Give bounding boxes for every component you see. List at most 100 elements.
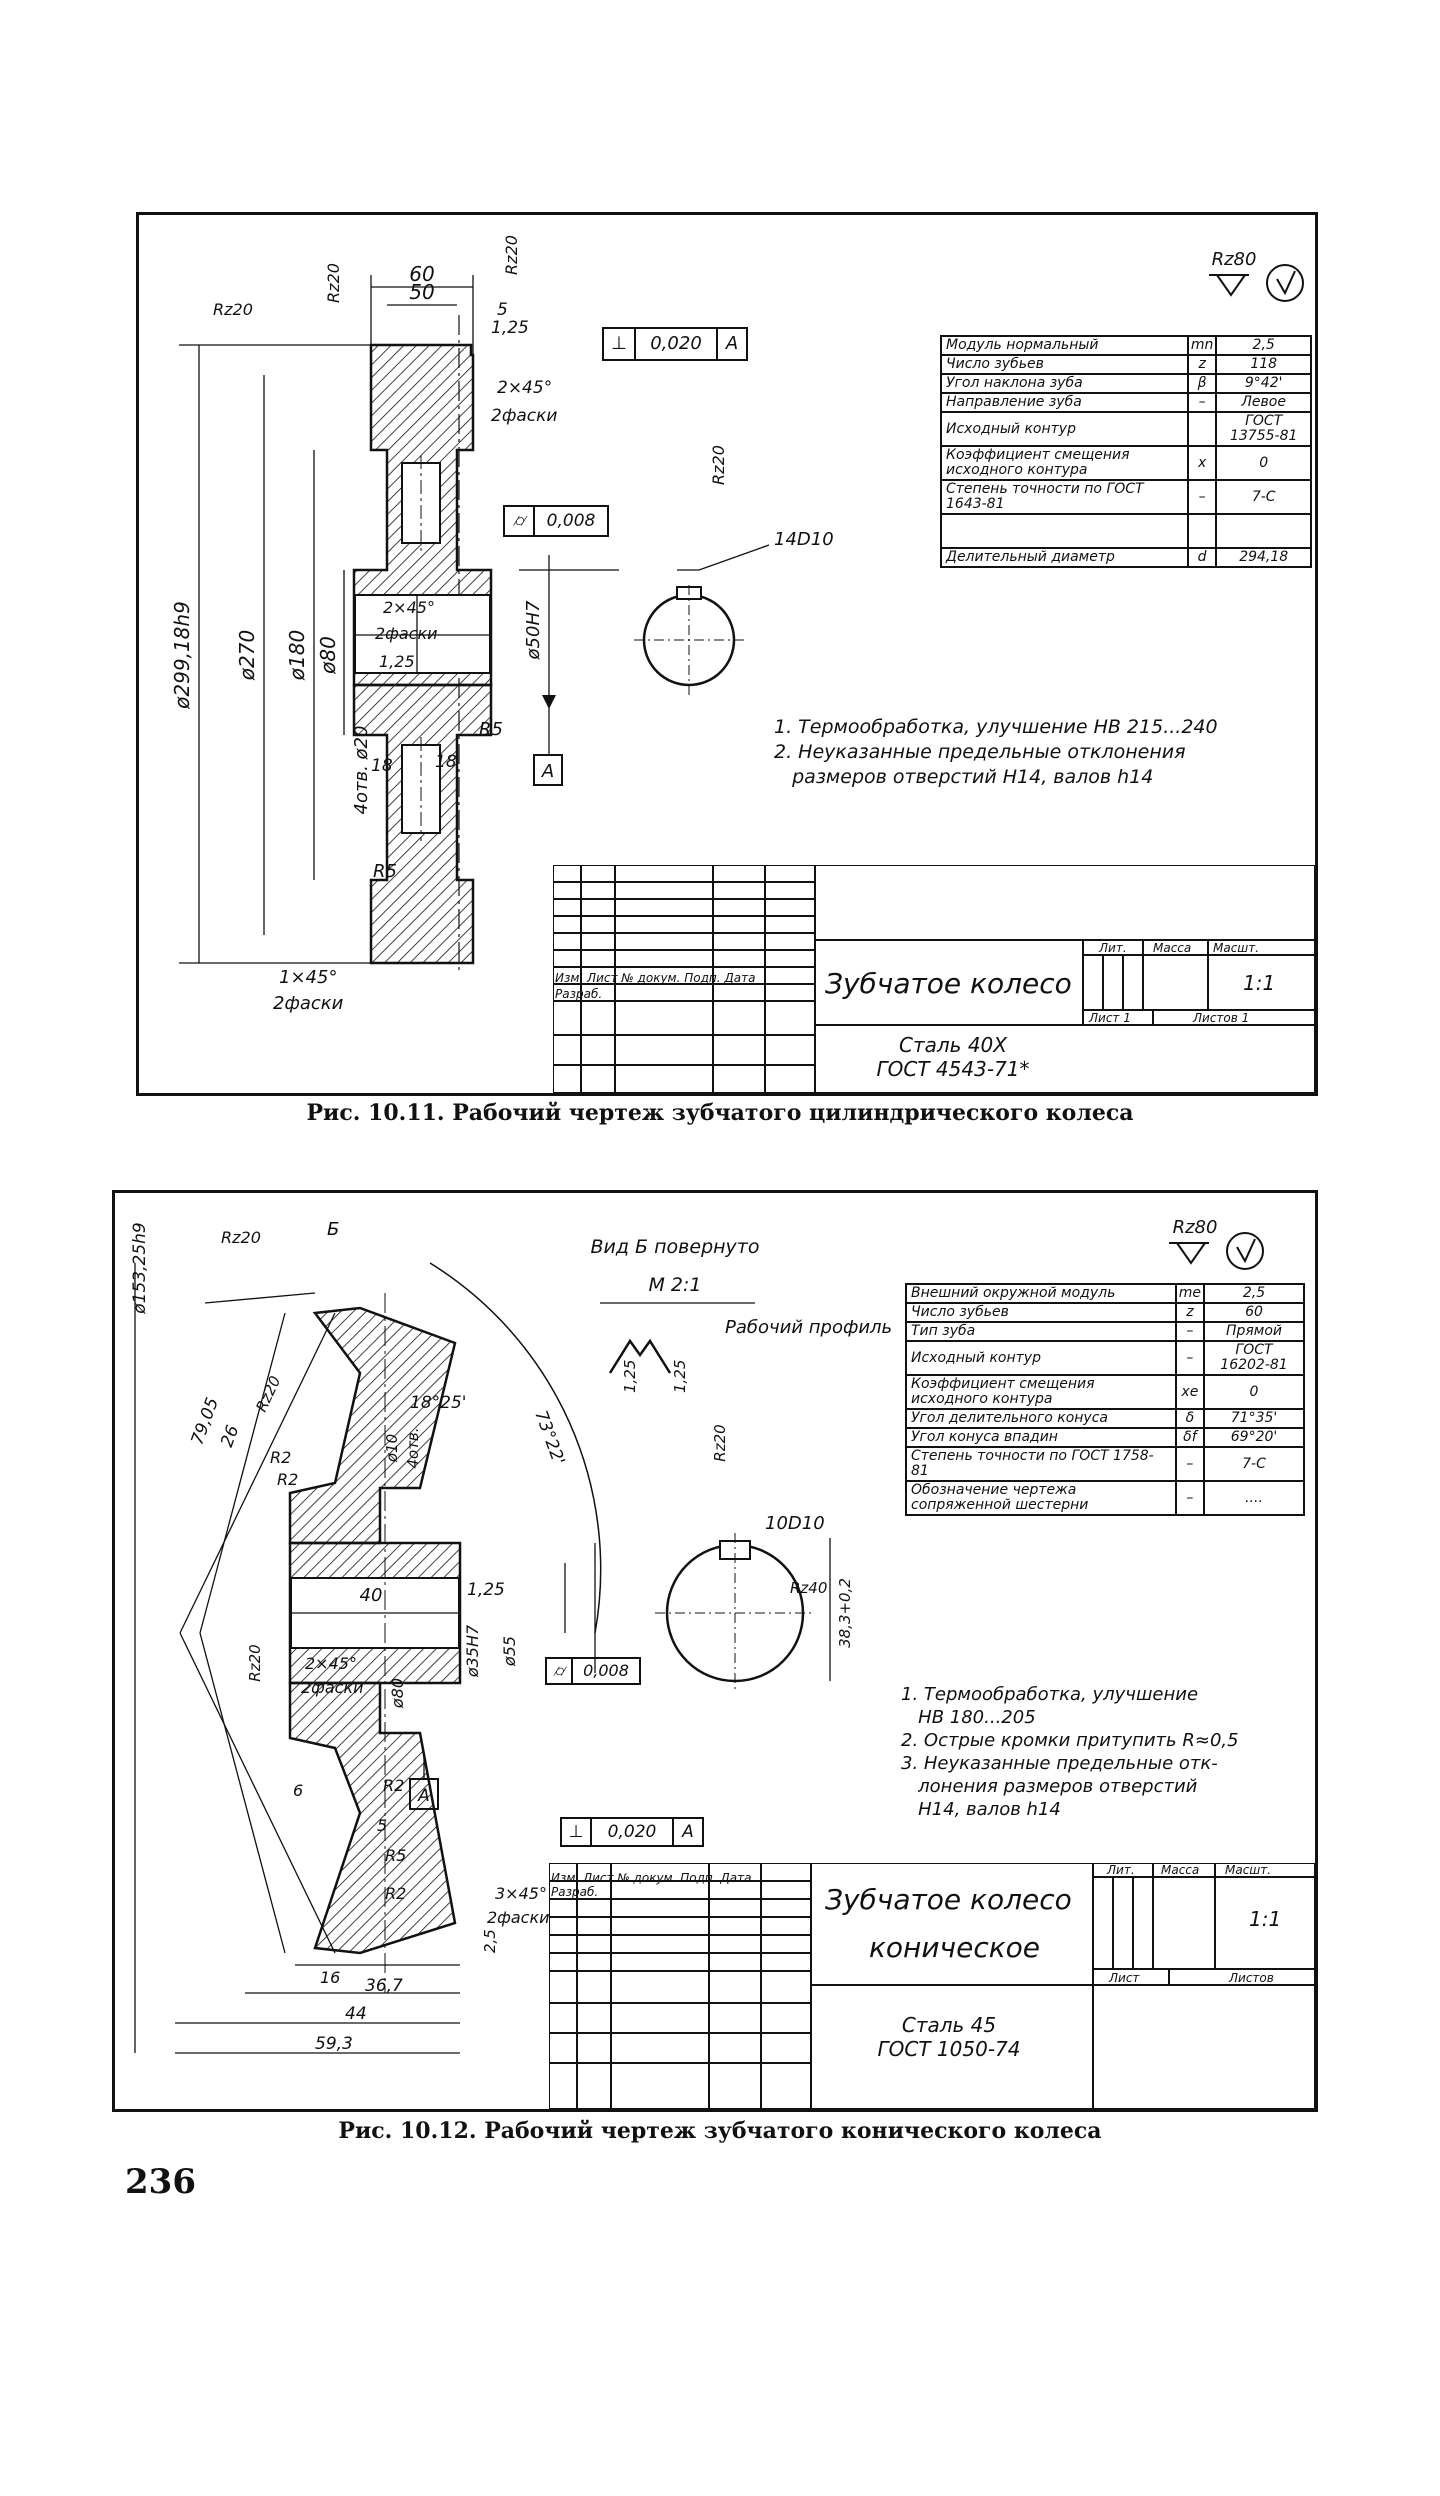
param-value: 2,5 [1203, 1283, 1305, 1304]
dim-40: 40 [360, 1585, 383, 1606]
col-lit: Лит. [1099, 941, 1127, 955]
datum-letter: А [541, 761, 554, 782]
dim-50: 50 [409, 280, 434, 304]
dim-16: 16 [320, 1968, 340, 1987]
dim-26: 26 [217, 1423, 243, 1450]
dim-125b: 1,25 [379, 652, 415, 671]
cyl-value-2: 0,008 [583, 1661, 629, 1680]
note2-2: НВ 180...205 [901, 1707, 1036, 1728]
param-symbol: mn [1186, 335, 1218, 356]
param-name: Коэффициент смещения исходного контура [905, 1374, 1177, 1410]
dim-25: 2,5 [481, 1929, 499, 1953]
param-symbol: – [1174, 1446, 1206, 1482]
dim-ch1-2: 2×45° [305, 1654, 357, 1673]
param-value: 7-С [1203, 1446, 1305, 1482]
param-row: Степень точности по ГОСТ 1643-81–7-С [940, 479, 1312, 515]
gear-drawing-1: ø299,18h9 ø270 ø180 ø80 4отв. ø20 ø50H7 … [170, 235, 1304, 1014]
tb-developer-2: Разраб. [551, 1885, 599, 1899]
dim-125a: 1,25 [491, 318, 529, 338]
material-std: ГОСТ 4543-71* [876, 1057, 1030, 1081]
param-name: Степень точности по ГОСТ 1643-81 [940, 479, 1189, 515]
param-value: ГОСТ 16202-81 [1203, 1340, 1305, 1376]
param-symbol: z [1186, 354, 1218, 375]
param-symbol: – [1186, 392, 1218, 413]
roughness-2a: Rz20 [221, 1228, 261, 1247]
param-symbol: β [1186, 373, 1218, 394]
param-name: Угол конуса впадин [905, 1427, 1177, 1448]
cyl-symbol: ⌭ [505, 507, 535, 535]
param-name [940, 513, 1189, 549]
param-row: Направление зуба–Левое [940, 392, 1312, 413]
param-value: 9°42' [1215, 373, 1312, 394]
dim-ch3: 1×45° [279, 967, 337, 988]
dim-125c-2: 1,25 [671, 1360, 689, 1393]
dim-5-2: 5 [377, 1816, 387, 1835]
angle-2: 73°22' [530, 1408, 568, 1468]
bore [354, 594, 491, 674]
drawing-sheet-2: ø153,25h9 Вид Б повернуто М 2:1 Рабочий … [112, 1190, 1318, 2112]
col-mass: Масса [1153, 941, 1192, 955]
param-name: Исходный контур [940, 411, 1189, 447]
param-value: 60 [1203, 1302, 1305, 1323]
material-name-2: Сталь 45 [901, 2013, 997, 2037]
dim-44: 44 [345, 2004, 367, 2024]
note2-6: Н14, валов h14 [901, 1799, 1061, 1820]
dim-18b: 18 [435, 752, 457, 772]
param-row [940, 513, 1312, 549]
sheet-count-2: Листов [1229, 1971, 1274, 1985]
param-value: 294,18 [1215, 547, 1312, 568]
roughness-2b: Rz20 [252, 1373, 284, 1414]
roughness-rz20d: Rz20 [709, 445, 728, 485]
drawing-title-2b: коническое [869, 1931, 1040, 1964]
dim-367: 36,7 [365, 1976, 403, 1996]
param-name: Угол делительного конуса [905, 1408, 1177, 1429]
sheet-no-2: Лист [1109, 1971, 1140, 1985]
param-value: 2,5 [1215, 335, 1312, 356]
scale-value-2: 1:1 [1249, 1907, 1282, 1931]
dim-ch2b: 2фаски [375, 624, 438, 643]
note-3: размеров отверстий Н14, валов h14 [774, 766, 1154, 788]
view-scale: М 2:1 [648, 1274, 701, 1296]
col-scale-2: Масшт. [1225, 1863, 1272, 1877]
perp-value: 0,020 [636, 329, 718, 359]
dim-d10: ø10 [383, 1434, 401, 1463]
param-symbol: – [1174, 1321, 1206, 1342]
param-row: Исходный контур–ГОСТ 16202-81 [905, 1340, 1305, 1376]
dim-ch2: 2×45° [383, 598, 435, 617]
caption-2: Рис. 10.12. Рабочий чертеж зубчатого кон… [338, 2118, 1102, 2144]
param-symbol: δ [1174, 1408, 1206, 1429]
param-row: Обозначение чертежа сопряженной шестерни… [905, 1480, 1305, 1516]
dim-r2c: R2 [383, 1776, 404, 1795]
param-value: 0 [1203, 1374, 1305, 1410]
param-name: Коэффициент смещения исходного контура [940, 445, 1189, 481]
col-mass-2: Масса [1161, 1863, 1200, 1877]
gear-drawing-2: ø153,25h9 Вид Б повернуто М 2:1 Рабочий … [130, 1217, 1264, 2054]
dim-d80-2: ø80 [388, 1678, 407, 1709]
param-name: Модуль нормальный [940, 335, 1189, 356]
angle-1: 18°25' [410, 1393, 466, 1413]
note2-1: 1. Термообработка, улучшение [901, 1684, 1199, 1705]
roughness-2c: Rz20 [246, 1644, 264, 1681]
scale-value: 1:1 [1243, 971, 1276, 995]
param-symbol: – [1174, 1340, 1206, 1376]
dim-5: 5 [497, 300, 508, 320]
param-value: 71°35' [1203, 1408, 1305, 1429]
tb-row-labels-2: Изм. Лист № докум. Подп. Дата [551, 1871, 752, 1885]
perp-value-2: 0,020 [592, 1819, 674, 1845]
dim-bore: ø50H7 [523, 600, 544, 660]
cyl-value: 0,008 [546, 511, 596, 531]
note-2: 2. Неуказанные предельные отклонения [774, 741, 1186, 763]
tech-notes-1: 1. Термообработка, улучшение НВ 215...24… [774, 715, 1218, 790]
dim-18a: 18 [371, 756, 393, 776]
param-value: ГОСТ 13755-81 [1215, 411, 1312, 447]
note2-4: 3. Неуказанные предельные отк- [901, 1753, 1218, 1774]
sheet-no: Лист 1 [1089, 1011, 1131, 1025]
material: Сталь 40Х ГОСТ 4543-71* [853, 1033, 1053, 1081]
dim-r5a: R5 [479, 719, 503, 740]
perp-base-2: А [682, 1822, 694, 1842]
roughness-rz20c: Rz20 [213, 300, 253, 319]
